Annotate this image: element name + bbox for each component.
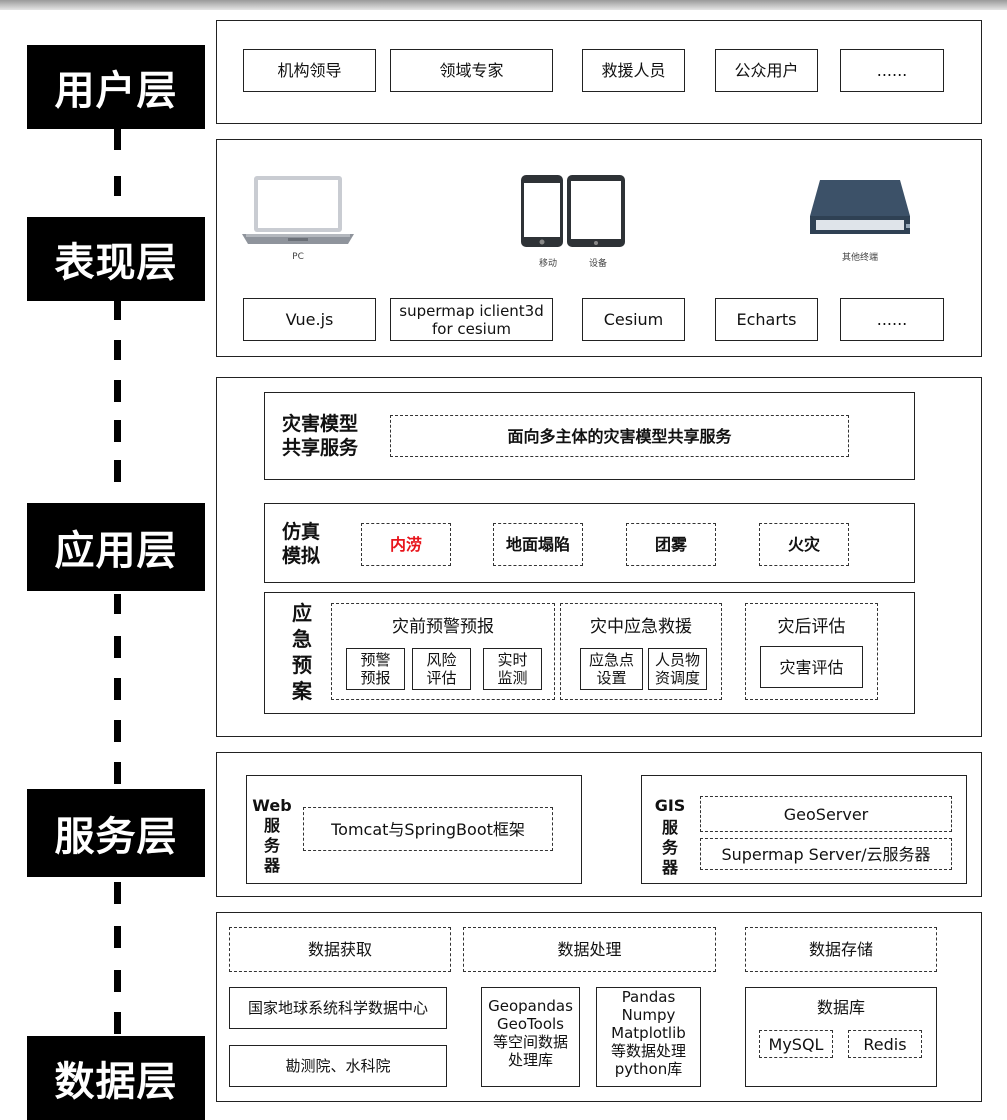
simulation-item-waterlogging: 内涝 [361,523,451,566]
mobile-phone-icon [521,175,563,247]
user-item: 救援人员 [582,49,685,92]
connector-dash [114,1012,121,1034]
data-header-storage: 数据存储 [745,927,937,972]
connector-dash [114,594,121,614]
simulation-label: 仿真 模拟 [281,521,320,567]
data-header-acquisition: 数据获取 [229,927,451,972]
mid-disaster-item: 人员物 资调度 [648,648,707,690]
data-processing-item: Pandas Numpy Matplotlib 等数据处理 python库 [596,987,701,1087]
connector-dash [114,176,121,196]
database-title: 数据库 [816,998,865,1017]
tablet-icon [567,175,625,247]
framework-item: Echarts [715,298,818,341]
connector-dash [114,926,121,948]
simulation-item-fire: 火灾 [759,523,849,566]
connector-dash [114,636,121,658]
web-server-label: 服 务 器 [263,816,280,875]
pre-disaster-group [331,603,555,700]
device-caption: PC [292,252,304,262]
framework-item: Vue.js [243,298,376,341]
connector-dash [114,420,121,442]
pre-disaster-title: 灾前预警预报 [392,616,494,637]
layer-label-presentation: 表现层 [27,217,205,301]
device-caption: 其他终端 [841,253,878,263]
connector-dash [114,720,121,742]
layer-label-service: 服务层 [27,789,205,877]
simulation-item-fog: 团雾 [626,523,716,566]
database-item-mysql: MySQL [759,1030,833,1058]
user-item: 机构领导 [243,49,376,92]
framework-item: ...... [840,298,944,341]
connector-dash [114,128,121,150]
gis-server-label: 服 务 器 [661,818,678,877]
window-top-bar [0,0,1007,10]
layer-label-application: 应用层 [27,503,205,591]
supermap-server-box: Supermap Server/云服务器 [700,838,952,870]
connector-dash [114,460,121,482]
framework-item: supermap iclient3d for cesium [390,298,553,341]
user-item: 领域专家 [390,49,553,92]
pre-disaster-item: 预警 预报 [346,648,405,690]
pre-disaster-item: 风险 评估 [412,648,471,690]
gis-server-label-top: GIS [654,796,686,815]
laptop-icon [242,176,354,244]
user-item: 公众用户 [715,49,818,92]
layer-label-user: 用户层 [27,45,205,129]
post-disaster-title: 灾后评估 [777,616,846,637]
pre-disaster-item: 实时 监测 [483,648,542,690]
device-caption: 设备 [588,259,607,269]
sharing-service-label: 灾害模型 共享服务 [281,413,358,459]
geoserver-box: GeoServer [700,796,952,832]
device-caption: 移动 [538,259,557,269]
web-server-label-top: Web [252,796,292,815]
post-disaster-group [745,603,878,700]
mid-disaster-item: 应急点 设置 [580,648,643,690]
user-item: ...... [840,49,944,92]
connector-dash [114,762,121,784]
data-header-processing: 数据处理 [463,927,716,972]
framework-item: Cesium [582,298,685,341]
connector-dash [114,970,121,992]
connector-dash [114,300,121,320]
post-disaster-item: 灾害评估 [760,646,863,688]
web-server-box: Tomcat与SpringBoot框架 [303,807,553,851]
mid-disaster-group [560,603,722,700]
connector-dash [114,380,121,402]
data-source-item: 国家地球系统科学数据中心 [229,987,447,1029]
database-item-redis: Redis [848,1030,922,1058]
simulation-item-subsidence: 地面塌陷 [493,523,583,566]
connector-dash [114,678,121,700]
layer-label-data: 数据层 [27,1036,205,1120]
other-terminal-icon [810,180,910,234]
connector-dash [114,340,121,360]
emergency-plan-label: 应 急 预 案 [292,601,312,703]
connector-dash [114,882,121,904]
mid-disaster-title: 灾中应急救援 [590,616,692,637]
sharing-service-box: 面向多主体的灾害模型共享服务 [390,415,849,457]
data-processing-item: Geopandas GeoTools 等空间数据 处理库 [481,987,580,1087]
data-source-item: 勘测院、水科院 [229,1045,447,1087]
